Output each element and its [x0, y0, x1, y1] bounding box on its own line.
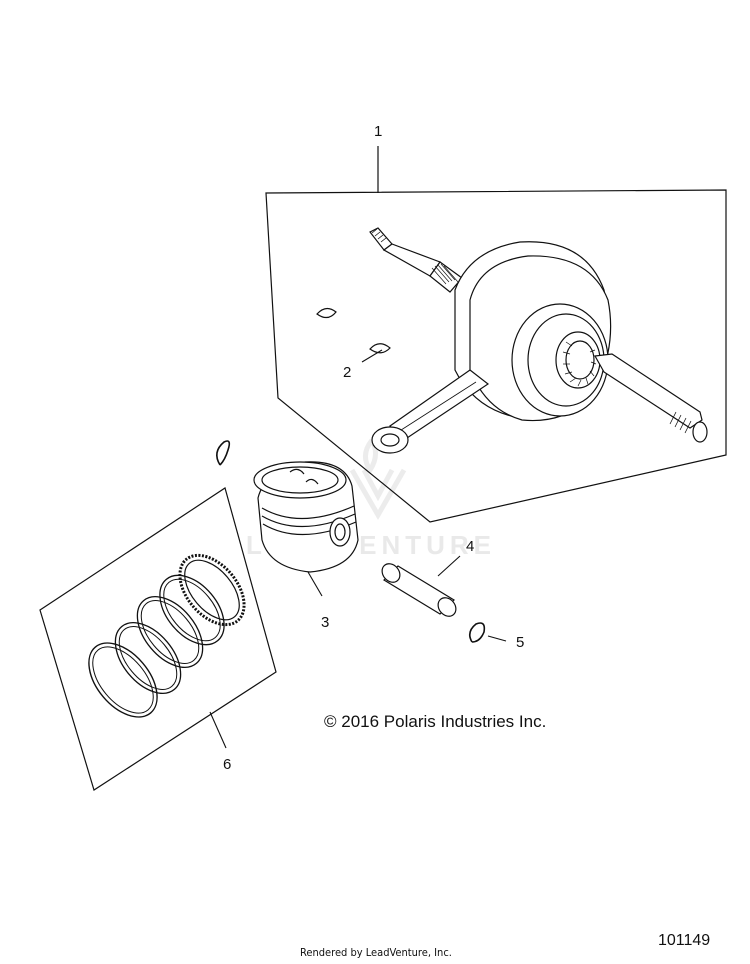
- crankshaft-assembly-group: [265, 146, 727, 523]
- piston-pin-icon: [381, 563, 457, 617]
- piston-ring-set-group: [39, 487, 277, 791]
- rendered-by-credit: Rendered by LeadVenture, Inc.: [300, 946, 452, 959]
- leader-line-3: [307, 571, 323, 597]
- woodruff-key-icon: [316, 307, 391, 354]
- circlip-5-icon: [468, 622, 486, 643]
- callout-5: 5: [516, 634, 524, 651]
- ring-set-boundary: [39, 487, 277, 791]
- copyright-notice: © 2016 Polaris Industries Inc.: [324, 712, 547, 731]
- watermark-logo: [349, 438, 407, 520]
- callout-3: 3: [321, 614, 329, 631]
- crankshaft-group-boundary: [265, 189, 727, 523]
- callout-6: 6: [223, 756, 231, 773]
- leader-line-6: [209, 711, 227, 749]
- piston-icon: [253, 461, 359, 573]
- leader-line-2: [361, 349, 383, 363]
- diagram-number: 101149: [658, 932, 711, 949]
- piston-ring-icon: [88, 553, 246, 718]
- callout-1: 1: [374, 123, 382, 140]
- callout-4: 4: [466, 538, 474, 555]
- crankshaft-icon: [369, 227, 708, 454]
- circlip-icon: [216, 440, 231, 466]
- leader-line-5: [487, 635, 507, 642]
- callout-2: 2: [343, 364, 351, 381]
- leader-line-4: [437, 555, 461, 577]
